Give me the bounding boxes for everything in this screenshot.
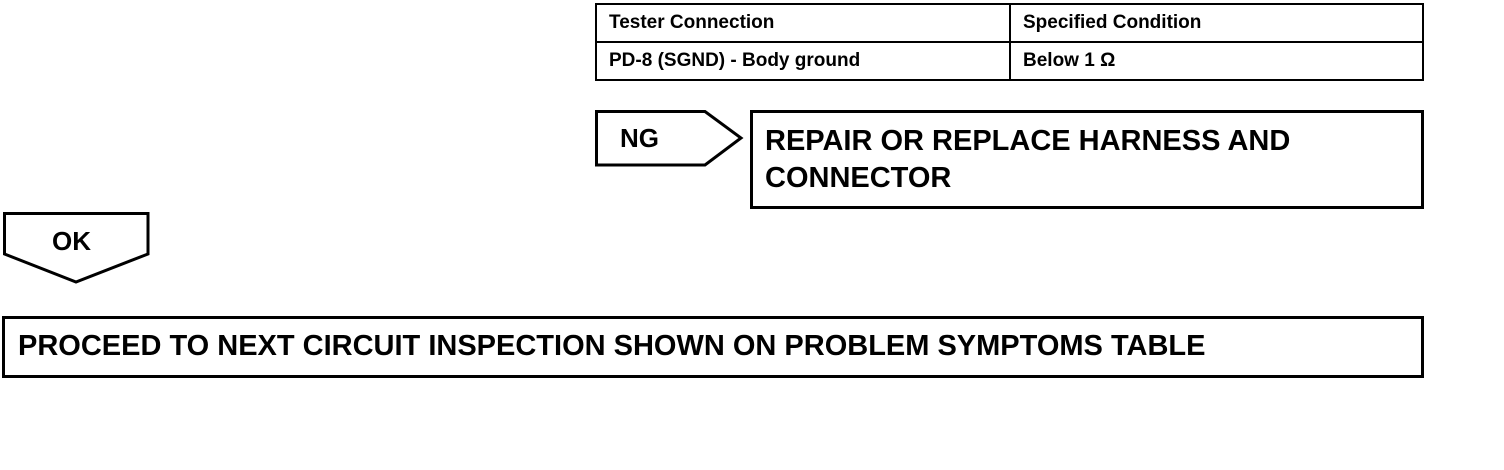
table-header-row: Tester Connection Specified Condition	[595, 3, 1424, 43]
specification-table: Tester Connection Specified Condition PD…	[595, 3, 1424, 81]
ng-arrow-shape	[595, 110, 744, 167]
ok-arrow-shape	[3, 212, 150, 284]
repair-action-line-1: REPAIR OR REPLACE HARNESS AND	[765, 125, 1291, 157]
ok-label: OK	[52, 226, 91, 256]
header-specified-condition: Specified Condition	[1009, 3, 1424, 43]
header-tester-connection: Tester Connection	[595, 3, 1011, 43]
proceed-action-text: PROCEED TO NEXT CIRCUIT INSPECTION SHOWN…	[18, 330, 1206, 362]
cell-specified-condition: Below 1 Ω	[1009, 41, 1424, 81]
repair-action-line-2: CONNECTOR	[765, 162, 952, 194]
repair-action-box: REPAIR OR REPLACE HARNESS AND CONNECTOR	[750, 110, 1424, 209]
table-row: PD-8 (SGND) - Body ground Below 1 Ω	[595, 41, 1424, 81]
proceed-action-box: PROCEED TO NEXT CIRCUIT INSPECTION SHOWN…	[2, 316, 1424, 378]
ng-label: NG	[620, 123, 659, 153]
cell-tester-connection: PD-8 (SGND) - Body ground	[595, 41, 1011, 81]
